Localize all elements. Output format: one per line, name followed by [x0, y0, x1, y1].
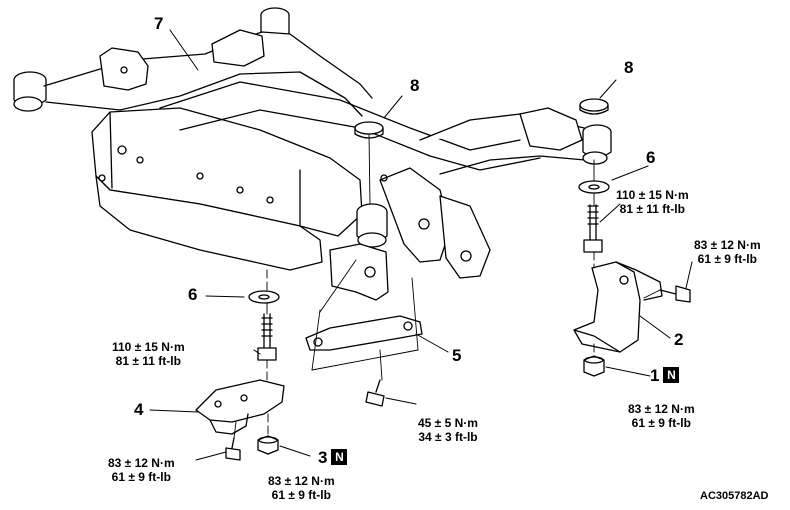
- torque-imperial: 61 ± 9 ft-lb: [631, 416, 691, 430]
- new-part-badge: N: [331, 449, 348, 465]
- washers: [248, 98, 610, 304]
- torque-imperial: 61 ± 9 ft-lb: [697, 252, 757, 266]
- torque-metric: 110 ± 15 N·m: [616, 188, 689, 202]
- torque-metric: 83 ± 12 N·m: [628, 402, 695, 416]
- torque-left-nut: 83 ± 12 N·m 61 ± 9 ft-lb: [268, 474, 335, 502]
- callout-6-right: 6: [646, 148, 656, 167]
- callout-8-top: 8: [410, 76, 420, 95]
- torque-imperial: 81 ± 11 ft-lb: [115, 354, 181, 368]
- torque-metric: 83 ± 12 N·m: [108, 456, 175, 470]
- torque-imperial: 61 ± 9 ft-lb: [271, 488, 331, 502]
- torque-imperial: 34 ± 3 ft-lb: [418, 430, 478, 444]
- torque-right-bolt: 110 ± 15 N·m 81 ± 11 ft-lb: [616, 188, 689, 216]
- subframe: [13, 7, 612, 301]
- callout-6-left: 6: [188, 285, 198, 304]
- callout-8-right: 8: [624, 58, 634, 77]
- callout-3-number: 3: [318, 448, 328, 467]
- center-crossbar: [305, 315, 423, 351]
- torque-metric: 83 ± 12 N·m: [694, 238, 761, 252]
- right-bracket: [573, 261, 663, 353]
- callout-4: 4: [134, 400, 144, 419]
- torque-imperial: 81 ± 11 ft-lb: [619, 202, 685, 216]
- torque-left-bolt: 110 ± 15 N·m 81 ± 11 ft-lb: [112, 340, 185, 368]
- figure-code: AC305782AD: [700, 490, 769, 502]
- bolts: [225, 204, 691, 461]
- torque-right-nut: 83 ± 12 N·m 61 ± 9 ft-lb: [628, 402, 695, 430]
- torque-imperial: 61 ± 9 ft-lb: [111, 470, 171, 484]
- leader-lines: [149, 29, 693, 461]
- torque-metric: 45 ± 5 N·m: [418, 416, 478, 430]
- callout-5: 5: [452, 346, 462, 365]
- torque-metric: 110 ± 15 N·m: [112, 340, 185, 354]
- left-bracket: [195, 379, 285, 435]
- torque-left-small-bolt: 83 ± 12 N·m 61 ± 9 ft-lb: [108, 456, 175, 484]
- callout-7: 7: [154, 14, 164, 33]
- new-part-badge: N: [663, 367, 680, 383]
- alignment-lines: [233, 133, 661, 439]
- callout-2: 2: [674, 330, 684, 349]
- torque-metric: 83 ± 12 N·m: [268, 474, 335, 488]
- nuts: [257, 355, 605, 455]
- torque-center-bolt: 45 ± 5 N·m 34 ± 3 ft-lb: [418, 416, 478, 444]
- callout-1-number: 1: [650, 366, 660, 385]
- torque-bracket-bolt: 83 ± 12 N·m 61 ± 9 ft-lb: [694, 238, 761, 266]
